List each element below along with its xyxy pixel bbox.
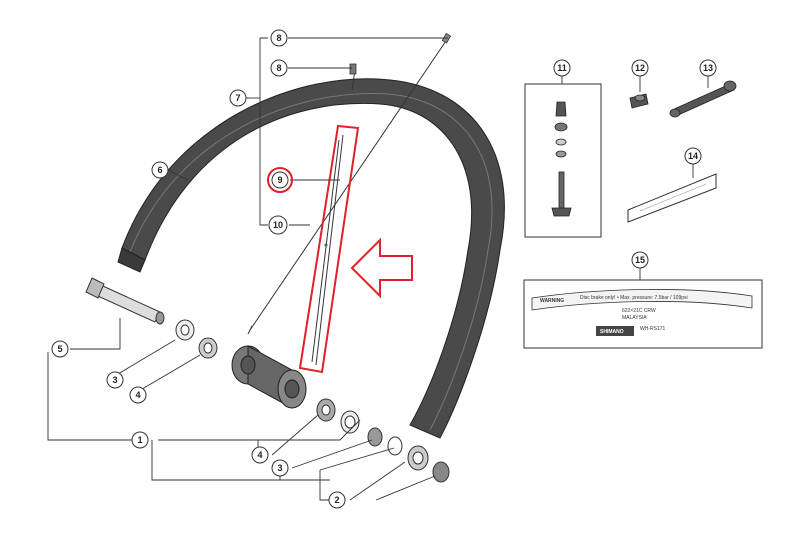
callout-9-label: 9	[277, 175, 282, 185]
valve-washer-icon	[555, 138, 567, 158]
callout-8: 8	[270, 59, 288, 77]
cone-left	[198, 337, 218, 359]
callout-1-label: 1	[137, 435, 142, 445]
callout-4-right-label: 4	[257, 450, 262, 460]
rim-tape-warning: WARNING	[540, 298, 564, 304]
valve-kit-box	[524, 83, 602, 238]
callout-7-label: 7	[235, 93, 240, 103]
spacer-right	[407, 445, 429, 471]
callout-3-left-label: 3	[112, 375, 117, 385]
callout-5: 5	[51, 340, 69, 358]
end-cap	[432, 461, 450, 483]
spoke-nipple-part	[629, 93, 649, 109]
washer-right	[340, 410, 360, 434]
callout-6: 6	[151, 161, 169, 179]
highlight-arrow	[350, 237, 413, 299]
callout-15-label: 15	[635, 255, 645, 265]
callout-13-label: 13	[703, 63, 713, 73]
highlight-box	[298, 124, 360, 374]
rim-tape-box: WARNING Disc brake only! • Max. pressure…	[523, 279, 763, 349]
valve-nut-icon	[554, 122, 568, 132]
callout-5-label: 5	[57, 344, 62, 354]
callout-7: 7	[229, 89, 247, 107]
rim-tape-brand-bg	[596, 326, 634, 336]
reflector-strip-part	[627, 173, 717, 223]
rim-tape-brand: SHIMANO	[600, 329, 624, 335]
callout-15: 15	[631, 251, 649, 269]
callout-14-label: 14	[688, 151, 698, 161]
callout-14: 14	[684, 147, 702, 165]
callout-10-label: 10	[273, 220, 283, 230]
valve-cap-icon	[555, 101, 567, 117]
cone-right	[316, 398, 336, 422]
snap-ring	[387, 436, 403, 456]
callout-2: 2	[328, 491, 346, 509]
callout-11: 11	[553, 59, 571, 77]
rim-tape-model: WH-RS171	[640, 326, 666, 332]
callout-3-right: 3	[271, 459, 289, 477]
callout-11-label: 11	[557, 63, 567, 73]
callout-13: 13	[699, 59, 717, 77]
callout-8-label: 8	[276, 63, 281, 73]
rim-tape-origin: MALAYSIA	[622, 315, 647, 321]
callout-8-top: 8	[270, 29, 288, 47]
rim-tape-warning-text: Disc brake only! • Max. pressure: 7.5bar…	[580, 295, 688, 301]
callout-10: 10	[268, 215, 288, 235]
hub-body	[231, 345, 307, 409]
callout-3-right-label: 3	[277, 463, 282, 473]
callout-6-label: 6	[157, 165, 162, 175]
callout-12-label: 12	[635, 63, 645, 73]
callout-1: 1	[131, 431, 149, 449]
axle	[85, 277, 165, 325]
rim-tape-size: 622×21C CRW	[622, 308, 656, 314]
washer-left	[175, 319, 195, 341]
callout-4-left: 4	[129, 386, 147, 404]
callout-4-left-label: 4	[135, 390, 140, 400]
rim	[117, 78, 505, 439]
callout-12: 12	[631, 59, 649, 77]
callout-3-left: 3	[106, 371, 124, 389]
callout-9: 9	[267, 167, 293, 193]
bearing-right	[367, 427, 383, 447]
callout-2-label: 2	[334, 495, 339, 505]
callout-4-right: 4	[251, 446, 269, 464]
callout-8-top-label: 8	[276, 33, 281, 43]
spoke-wrench-part	[669, 80, 737, 118]
valve-stem-icon	[551, 171, 572, 217]
